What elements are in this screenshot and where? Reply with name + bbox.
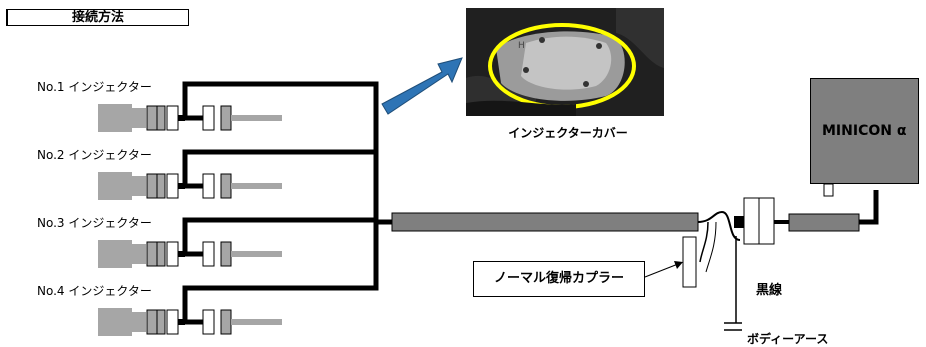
minicon-label: MINICON α [822, 123, 907, 139]
coupler-branch-wire [699, 221, 709, 263]
injector-label-1: No.1 インジェクター [37, 80, 152, 94]
injector-label-3: No.3 インジェクター [37, 216, 152, 230]
coupler-label: ノーマル復帰カプラー [473, 261, 645, 297]
injector-label-4: No.4 インジェクター [37, 284, 152, 298]
injector-cover-photo: H [466, 8, 664, 116]
black-wire-label: 黒線 [756, 283, 783, 298]
unit-feed-wire [859, 190, 879, 225]
main-harness [391, 212, 699, 232]
unit-harness [788, 213, 860, 232]
unit-port [823, 183, 834, 197]
inline-connector [734, 197, 775, 245]
injector-wiring [182, 81, 392, 325]
cover-arrow [381, 57, 463, 115]
harness-loop [697, 210, 741, 241]
injector-label-2: No.2 インジェクター [37, 148, 152, 162]
cover-engraving: H [518, 41, 525, 51]
photo-caption: インジェクターカバー [508, 126, 628, 140]
normal-return-coupler [682, 236, 697, 288]
page-title: 接続方法 [6, 9, 189, 26]
minicon-unit [810, 78, 919, 184]
ground-label: ボディーアース [747, 332, 829, 346]
coupler-pointer-line [644, 263, 679, 278]
